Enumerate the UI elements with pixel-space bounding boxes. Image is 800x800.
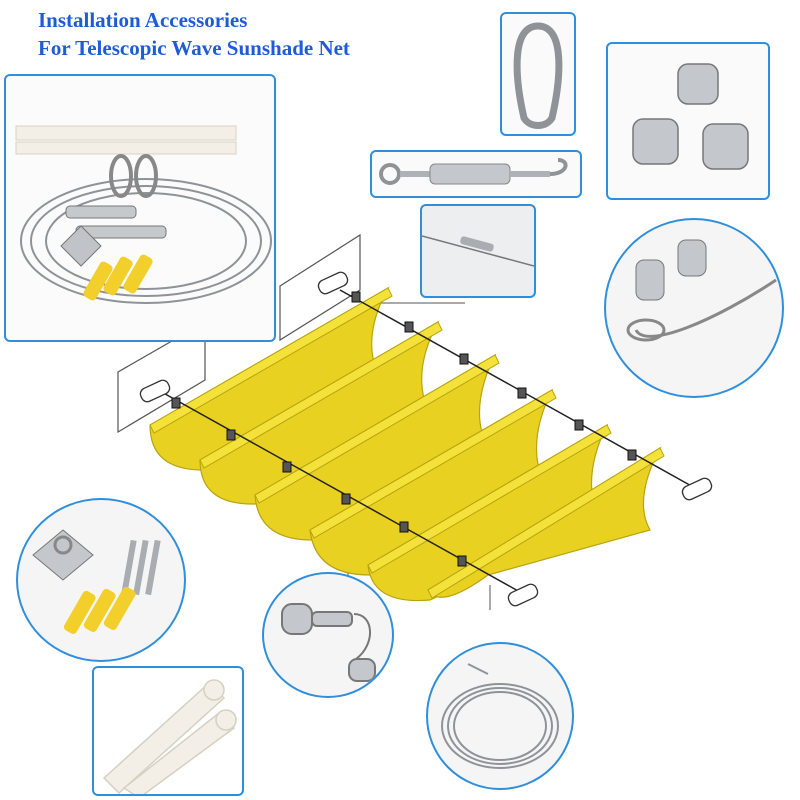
pulley-circle [262, 572, 394, 698]
pulley-icon [281, 603, 376, 682]
steel-cable-coil-icon [20, 178, 272, 304]
pad-eye-plate-icon [60, 225, 102, 267]
turnbuckle-photo [370, 150, 582, 198]
installed-turnbuckle-photo [420, 204, 536, 298]
turnbuckle-icon [460, 236, 494, 252]
wire-clip-detail-circle [604, 218, 784, 398]
product-title: Installation Accessories For Telescopic … [38, 6, 350, 62]
carabiner-icon [513, 22, 563, 129]
steel-cable-coil-icon [441, 663, 559, 769]
full-kit-photo [4, 74, 276, 342]
carabiner-photo [500, 12, 576, 136]
pvc-pipes-photo [92, 666, 244, 796]
screw-icon [121, 539, 161, 596]
turnbuckle-icon [379, 158, 568, 185]
wire-rope-clips-photo [606, 42, 770, 200]
pad-eye-screws-anchors-circle [16, 498, 186, 662]
title-line-2: For Telescopic Wave Sunshade Net [38, 36, 350, 60]
wire-rope-clip-icon [635, 239, 707, 301]
carabiner-icon [109, 154, 158, 198]
pvc-pipe-icon [102, 679, 237, 794]
turnbuckle-icon [65, 205, 167, 239]
steel-cable-coil-circle [426, 642, 574, 790]
wall-anchor-icon [83, 254, 153, 301]
title-line-1: Installation Accessories [38, 8, 248, 32]
pvc-pipe-icon [15, 125, 237, 155]
pad-eye-plate-icon [32, 529, 94, 581]
wire-rope-clip-icon [632, 63, 749, 170]
wall-anchor-icon [63, 586, 136, 634]
